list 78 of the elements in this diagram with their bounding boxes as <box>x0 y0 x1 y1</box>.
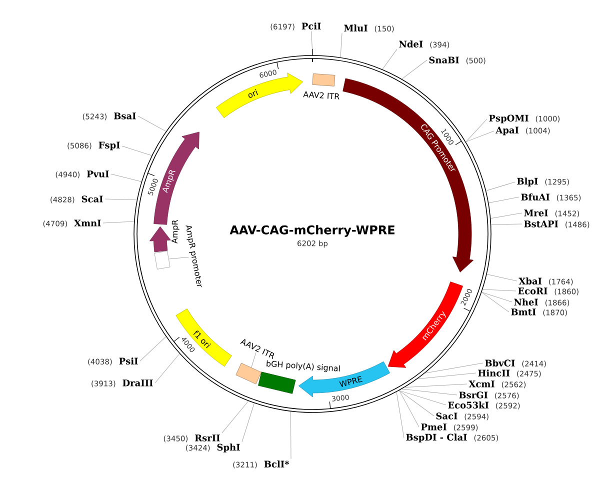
leader-line <box>140 336 166 362</box>
enzyme-label: PciI <box>302 22 321 30</box>
leader-line <box>488 196 520 204</box>
enzyme-label: HincII <box>478 370 510 376</box>
enzyme-label: NdeI <box>399 40 423 48</box>
leader-line <box>486 182 516 191</box>
leader-line <box>399 390 420 428</box>
enzyme-label: MreI <box>524 210 548 216</box>
feature-label: AAV2 ITR <box>240 339 274 360</box>
enzyme-label: SnaBI <box>429 56 459 64</box>
feature-label: f1 ori <box>193 330 211 348</box>
leader-line <box>122 146 152 156</box>
enzyme-label: ApaI <box>496 126 519 136</box>
feature-label: ori <box>248 89 258 98</box>
leader-line <box>486 274 518 282</box>
enzyme-label: PvuI <box>86 170 109 178</box>
leader-line <box>311 30 313 56</box>
leader-line <box>222 400 249 434</box>
enzyme-label: XmnI <box>74 220 101 226</box>
enzyme-label: SphI <box>217 444 240 452</box>
leader-line <box>482 289 516 292</box>
enzyme-label: BstAPI <box>524 220 558 228</box>
enzyme-label: RsrII <box>195 434 220 442</box>
feature-label: AAV2 ITR <box>303 91 340 100</box>
leader-line <box>242 403 254 442</box>
leader-line <box>154 354 180 384</box>
enzyme-label: BlpI <box>517 178 538 186</box>
leader-line <box>466 118 488 142</box>
enzyme-label: XbaI <box>518 278 542 284</box>
enzyme-label: BmtI <box>511 308 536 316</box>
leader-line <box>251 352 256 368</box>
leader-line <box>402 388 458 396</box>
feature-label: AmpR promoter <box>186 225 202 288</box>
enzyme-label: EcoRI <box>518 288 548 294</box>
enzyme-label: XcmI <box>468 380 494 388</box>
enzyme-label: FspI <box>98 142 120 150</box>
leader-line <box>402 60 428 80</box>
leader-line <box>466 130 494 142</box>
leader-line <box>102 221 134 224</box>
map-title: AAV-CAG-mCherry-WPRE <box>230 225 394 237</box>
enzyme-label: BspDI - ClaI <box>406 434 467 442</box>
leader-line <box>399 390 446 406</box>
enzyme-label: SacI <box>436 412 458 420</box>
leader-line <box>417 372 476 380</box>
feature-label: bGH poly(A) signal <box>266 360 340 372</box>
enzyme-label: ScaI <box>82 196 103 202</box>
leader-line <box>382 48 398 70</box>
feature-box <box>236 362 262 384</box>
leader-line <box>340 32 342 58</box>
enzyme-label: PsiI <box>119 358 138 364</box>
enzyme-label: PspOMI <box>489 114 528 124</box>
enzyme-label: DraIII <box>122 380 153 386</box>
enzyme-label: BbvCI <box>485 360 515 366</box>
leader-line <box>168 256 189 260</box>
leader-line <box>482 292 512 302</box>
leader-line <box>424 362 484 374</box>
leader-line <box>396 392 404 438</box>
leader-line <box>491 224 522 225</box>
leader-line <box>290 411 292 460</box>
enzyme-label: Eco53kI <box>448 402 489 408</box>
leader-line <box>399 390 434 416</box>
enzyme-label: NheI <box>514 298 538 306</box>
enzyme-label: BsaI <box>114 112 136 120</box>
feature-label: AmpR <box>162 170 176 194</box>
feature-label: WPRE <box>339 376 362 387</box>
leader-line <box>404 384 468 388</box>
feature-label: AmpR <box>172 220 180 244</box>
leader-line <box>482 292 510 312</box>
leader-line <box>490 212 522 219</box>
enzyme-label: BfuAI <box>521 194 550 200</box>
leader-line <box>104 198 138 200</box>
enzyme-label: MluI <box>344 24 368 32</box>
feature-box <box>154 250 170 270</box>
leader-line <box>110 174 142 182</box>
enzyme-label: PmeI <box>421 424 447 430</box>
leader-line <box>138 116 166 132</box>
enzyme-label: BclI* <box>264 460 290 468</box>
enzyme-label: BsrGI <box>459 392 488 398</box>
